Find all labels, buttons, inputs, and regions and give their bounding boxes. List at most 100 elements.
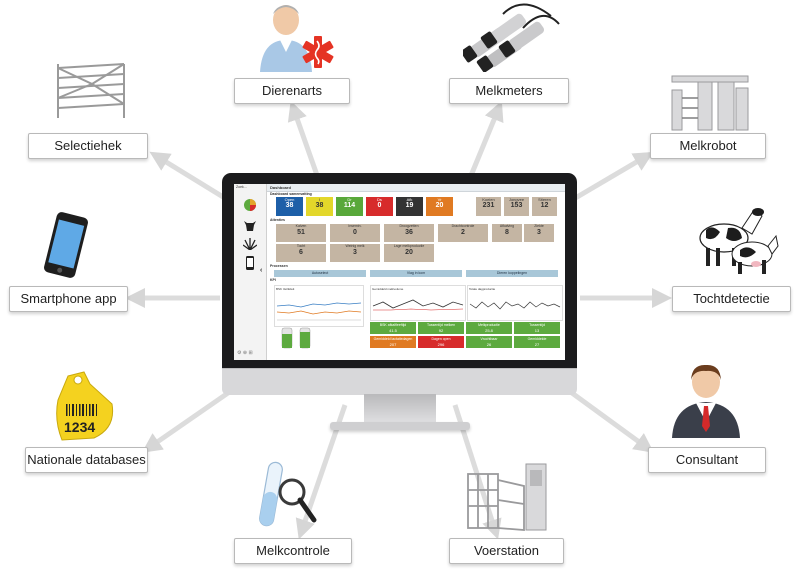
attention-tile[interactable]: Insemin.0 [330, 224, 380, 242]
cows-icon [699, 208, 779, 274]
dashboard-topbar: Dashboard [267, 184, 565, 192]
status-tile-value: 19 [405, 202, 414, 209]
kpi-tile-label: BSK afkalfleeftijd [379, 323, 407, 327]
process-tab[interactable]: Vlag in kom [370, 270, 462, 277]
ear-tag-number: 1234 [64, 419, 95, 435]
kpi-tile-value: 26 [486, 342, 492, 347]
section-samenvatting: Dashboard samenvatting [270, 192, 312, 196]
kpi-tile-label: Tussentijd [529, 323, 545, 327]
pie-chart-icon[interactable] [243, 198, 257, 212]
attention-tile-value: 3 [537, 229, 541, 236]
mini-line-chart-2 [372, 299, 464, 311]
dashboard-sidebar: Zoek... ‹ ⚙ ⊕ ⊞ [234, 184, 267, 360]
collapse-arrow-icon[interactable]: ‹ [260, 267, 263, 274]
monitor: Zoek... ‹ ⚙ ⊕ ⊞ Dashboard Dashboard same… [222, 173, 577, 401]
label-nationale: Nationale databases [25, 447, 148, 473]
section-kpi: KPI [270, 278, 276, 282]
kpi-tile-value: 207 [389, 342, 397, 347]
section-attenties: Attenties [270, 218, 285, 222]
label-voerstation: Voerstation [449, 538, 564, 564]
status-tile-value: 38 [315, 202, 324, 209]
label-tochtdetectie: Tochtdetectie [672, 286, 791, 312]
attention-tile-value: 8 [505, 229, 509, 236]
search-field[interactable]: Zoek... [236, 185, 247, 189]
label-smartphone: Smartphone app [9, 286, 128, 312]
attention-tile-label: Weinig melk [345, 244, 365, 248]
kpi-tile-label: Gemiddelde [527, 337, 547, 341]
dashboard-screen: Zoek... ‹ ⚙ ⊕ ⊞ Dashboard Dashboard same… [234, 184, 565, 360]
status-tile-label: I [318, 197, 321, 202]
attention-tile-label: Lage melkproductie [393, 244, 425, 248]
kpi-tile-label: Tussentijd melken [426, 323, 456, 327]
count-tile-value: 153 [510, 202, 523, 209]
status-tile-value: 38 [285, 202, 294, 209]
attention-tile-label: Tocht [296, 244, 306, 248]
chart-panel-2: Gemiddeld melkvolume [370, 285, 466, 321]
grass-icon[interactable] [243, 236, 257, 250]
attention-tile-value: 20 [405, 249, 413, 256]
chart-title-1: BSK Vet/Eiwit [276, 287, 295, 291]
status-tile-value: 20 [435, 202, 444, 209]
silo-icon [281, 327, 311, 349]
label-consultant: Consultant [648, 447, 766, 473]
kpi-tile-label: Gemiddeld lactatiedagen [373, 337, 413, 341]
count-tile-value: 12 [540, 202, 549, 209]
feeding-station-icon [467, 463, 547, 531]
chart-title-3: Totale dagproductie [469, 287, 496, 291]
attention-tile-value: 3 [353, 249, 357, 256]
monitor-foot [330, 422, 470, 430]
mini-line-chart-3 [469, 301, 561, 310]
attention-tile-value: 2 [461, 229, 465, 236]
label-melkrobot: Melkrobot [650, 133, 766, 159]
arrow-dierenarts [287, 100, 321, 179]
label-dierenarts: Dierenarts [234, 78, 350, 104]
arrow-selectiehek [149, 151, 230, 203]
selection-gate-icon [57, 63, 125, 118]
count-tile-label: Koeien [482, 197, 495, 202]
silo-gauges [280, 326, 320, 351]
count-tile-label: Stieren [538, 197, 551, 202]
status-tile-label: Afk [406, 197, 413, 202]
count-tile-value: 231 [482, 202, 495, 209]
dashboard-title: Dashboard [270, 185, 291, 190]
chart-panel-1: BSK Vet/Eiwit [274, 285, 364, 327]
cow-head-icon[interactable] [243, 218, 257, 232]
kpi-tile-value: 25.8 [485, 328, 493, 333]
mobile-icon[interactable] [245, 256, 255, 270]
ear-tag-icon: 1234 [56, 371, 114, 441]
status-tile-value: 114 [343, 202, 356, 209]
attention-tile-value: 0 [353, 229, 357, 236]
status-tile-value: 0 [377, 202, 382, 209]
kpi-tile-value: 27 [534, 342, 540, 347]
smartphone-icon [44, 212, 88, 278]
chart-title-2: Gemiddeld melkvolume [372, 287, 404, 291]
label-melkmeters: Melkmeters [449, 78, 569, 104]
process-tab[interactable]: Autoselect [274, 270, 366, 277]
process-tab[interactable]: Dieren koppelingen [466, 270, 558, 277]
